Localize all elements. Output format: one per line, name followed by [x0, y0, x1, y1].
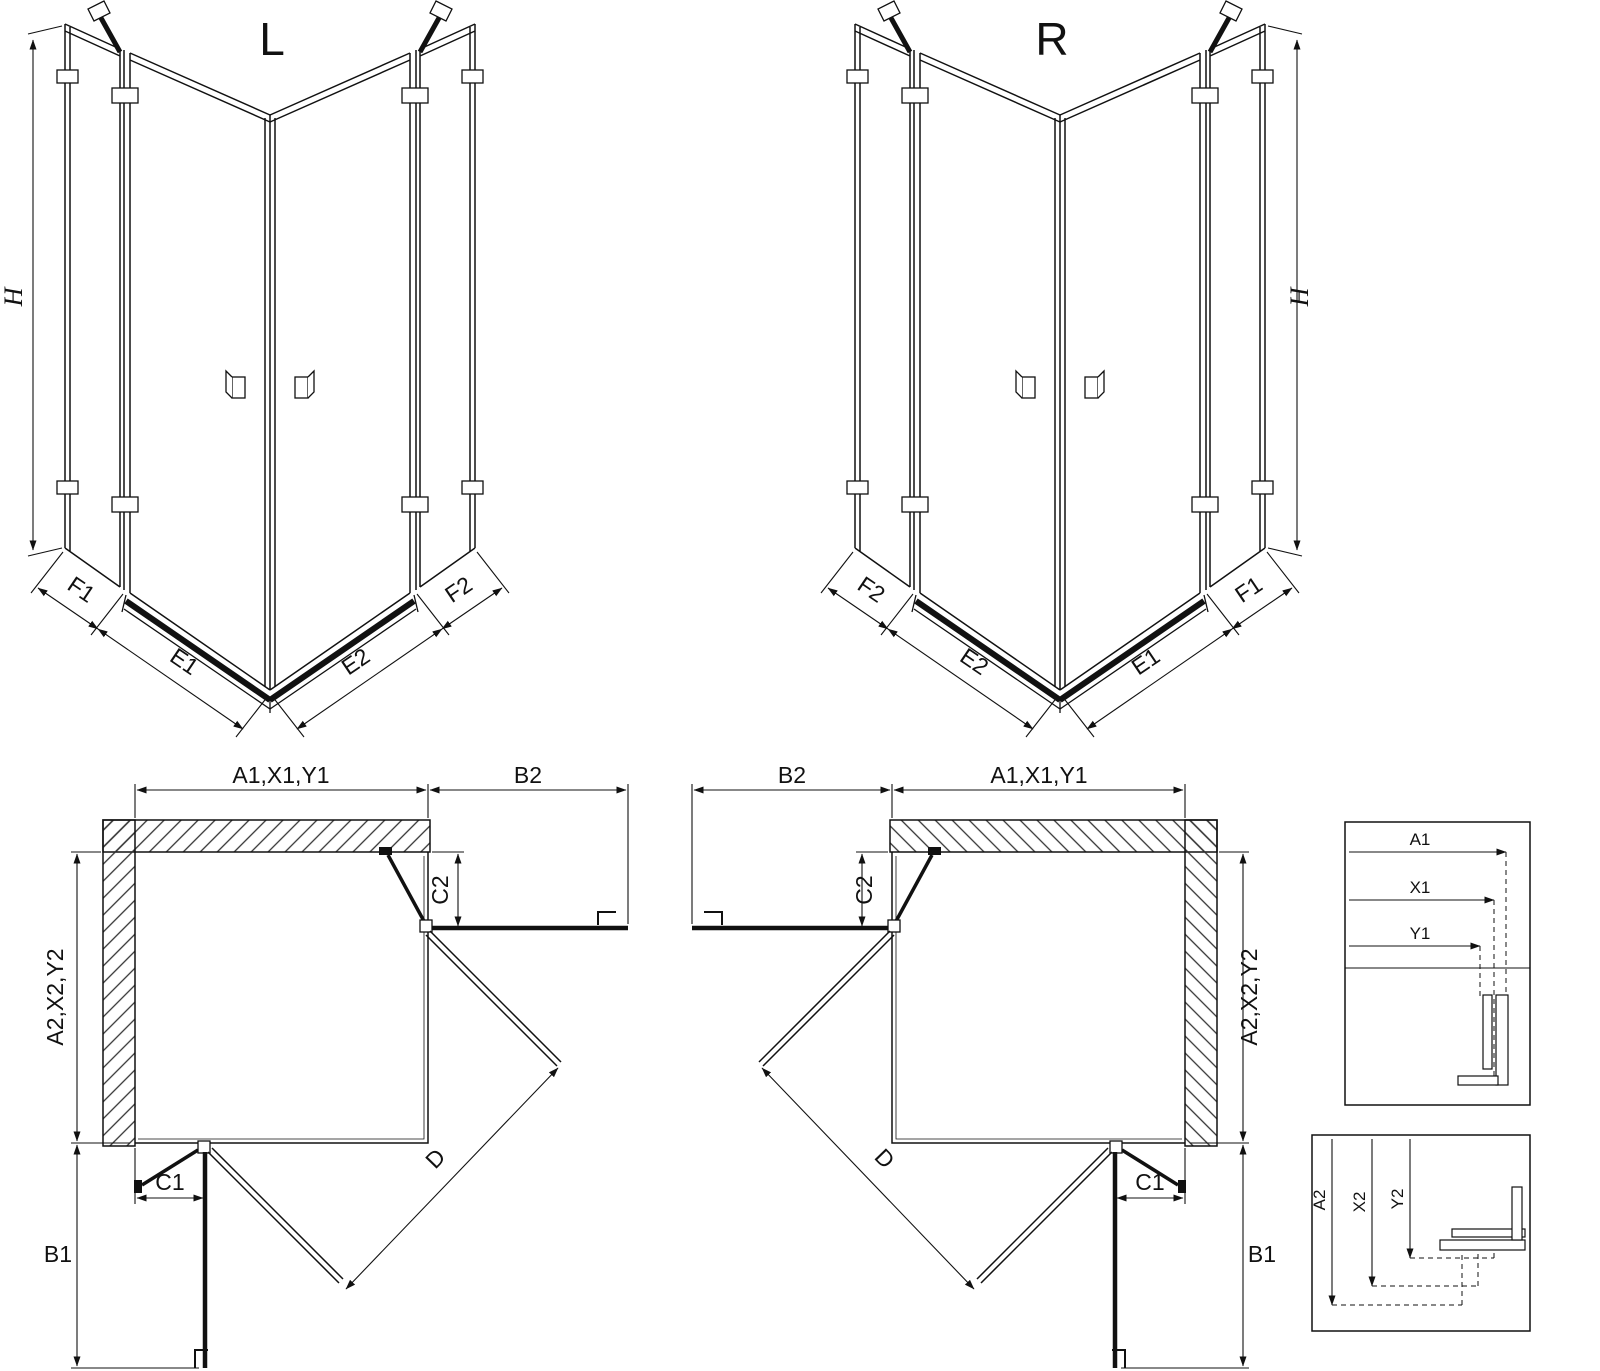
- dim-label-width-top-r: A1,X1,Y1: [990, 762, 1087, 788]
- view-label-l: L: [259, 13, 285, 65]
- detail-label-x2: X2: [1350, 1192, 1369, 1213]
- perspective-l-linework: [28, 1, 509, 737]
- dim-label-c2-l: C2: [427, 875, 453, 904]
- dim-label-height-l: H: [0, 286, 28, 307]
- plan-view-r: B2 A1,X1,Y1 C2 A2,X2,Y2 D C1 B1: [692, 762, 1276, 1368]
- dim-label-f2-l: F2: [440, 571, 477, 608]
- dim-label-c1-r: C1: [1135, 1169, 1164, 1195]
- detail-box-depths-frame: [1311, 1134, 1531, 1332]
- dim-label-b1-l: B1: [44, 1241, 72, 1267]
- dim-label-f1-r: F1: [1230, 571, 1267, 608]
- detail-box-widths-frame: [1344, 821, 1531, 1106]
- plan-r-linework: [692, 784, 1249, 1368]
- detail-box-widths: A1 X1 Y1: [1344, 821, 1531, 1106]
- perspective-view-r: R H F2 E2 E1 F1: [821, 1, 1314, 737]
- dim-label-b2-l: B2: [514, 762, 542, 788]
- dim-label-f2-r: F2: [853, 571, 890, 608]
- dim-label-b1-r: B1: [1248, 1241, 1276, 1267]
- plan-l-linework: [71, 784, 628, 1368]
- dim-label-b2-r: B2: [778, 762, 806, 788]
- dim-label-f1-l: F1: [63, 571, 100, 608]
- view-label-r: R: [1035, 13, 1068, 65]
- dim-label-depth-r: A2,X2,Y2: [1236, 948, 1262, 1045]
- dim-label-c2-r: C2: [851, 875, 877, 904]
- detail-label-a2: A2: [1310, 1190, 1329, 1211]
- dim-label-depth-l: A2,X2,Y2: [42, 948, 68, 1045]
- dim-label-width-top-l: A1,X1,Y1: [232, 762, 329, 788]
- dim-label-d-r: D: [870, 1143, 900, 1173]
- wall-profile-section-top: [1457, 994, 1509, 1086]
- dim-label-c1-l: C1: [155, 1169, 184, 1195]
- detail-label-y2: Y2: [1388, 1189, 1407, 1210]
- perspective-r-linework: [821, 1, 1302, 737]
- perspective-view-l: L H F1 E1 E2 F2: [0, 1, 509, 737]
- detail-box-depths: A2 X2 Y2: [1310, 1134, 1531, 1332]
- plan-view-l: A1,X1,Y1 B2 C2 A2,X2,Y2 D C1 B1: [42, 762, 628, 1368]
- dim-label-height-r: H: [1285, 286, 1314, 307]
- wall-profile-section-bottom: [1439, 1186, 1526, 1251]
- detail-label-y1: Y1: [1410, 924, 1431, 943]
- detail-label-x1: X1: [1410, 878, 1431, 897]
- detail-label-a1: A1: [1410, 830, 1431, 849]
- dim-label-d-l: D: [420, 1143, 450, 1173]
